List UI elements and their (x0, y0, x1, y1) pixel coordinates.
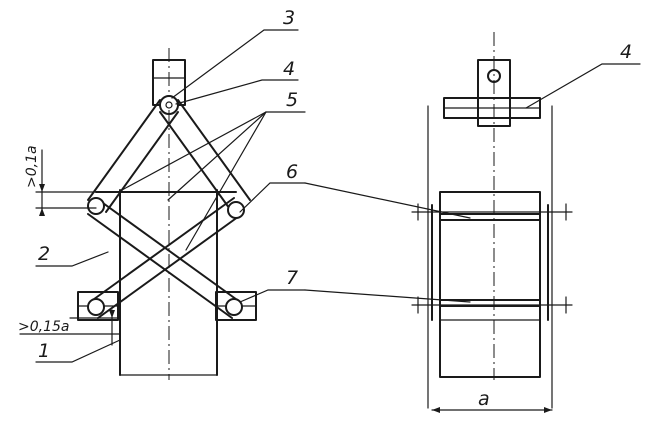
cross-arms (87, 197, 243, 319)
dim-top-gap: >0,1a (24, 145, 97, 216)
left-leaders (35, 29, 306, 363)
callout-2: 2 (38, 243, 50, 265)
hinge-pins (87, 95, 245, 316)
top-lug (443, 59, 541, 127)
dim-top-gap-label: >0,1a (24, 145, 40, 188)
right-view: a 4 (411, 32, 641, 413)
pin-crosses (411, 203, 573, 314)
left-view: >0,1a >0,15a 3 4 5 6 7 2 1 (18, 7, 306, 380)
body (439, 191, 541, 378)
dim-width-label: a (478, 388, 490, 410)
callout-6: 6 (286, 161, 298, 183)
callout-7: 7 (286, 267, 298, 289)
cross-view-leaders (304, 182, 471, 303)
callout-5: 5 (286, 89, 298, 111)
dim-bottom-gap: >0,15a (18, 309, 121, 346)
callout-3: 3 (283, 7, 295, 29)
callout-4-right: 4 (620, 41, 632, 63)
side-plates (427, 105, 553, 409)
dim-bottom-gap-label: >0,15a (18, 319, 69, 335)
callout-4-left: 4 (283, 58, 295, 80)
right-leader-4 (525, 63, 641, 109)
dim-width: a (431, 388, 553, 413)
callout-1: 1 (38, 340, 50, 362)
upper-arms (87, 99, 251, 213)
